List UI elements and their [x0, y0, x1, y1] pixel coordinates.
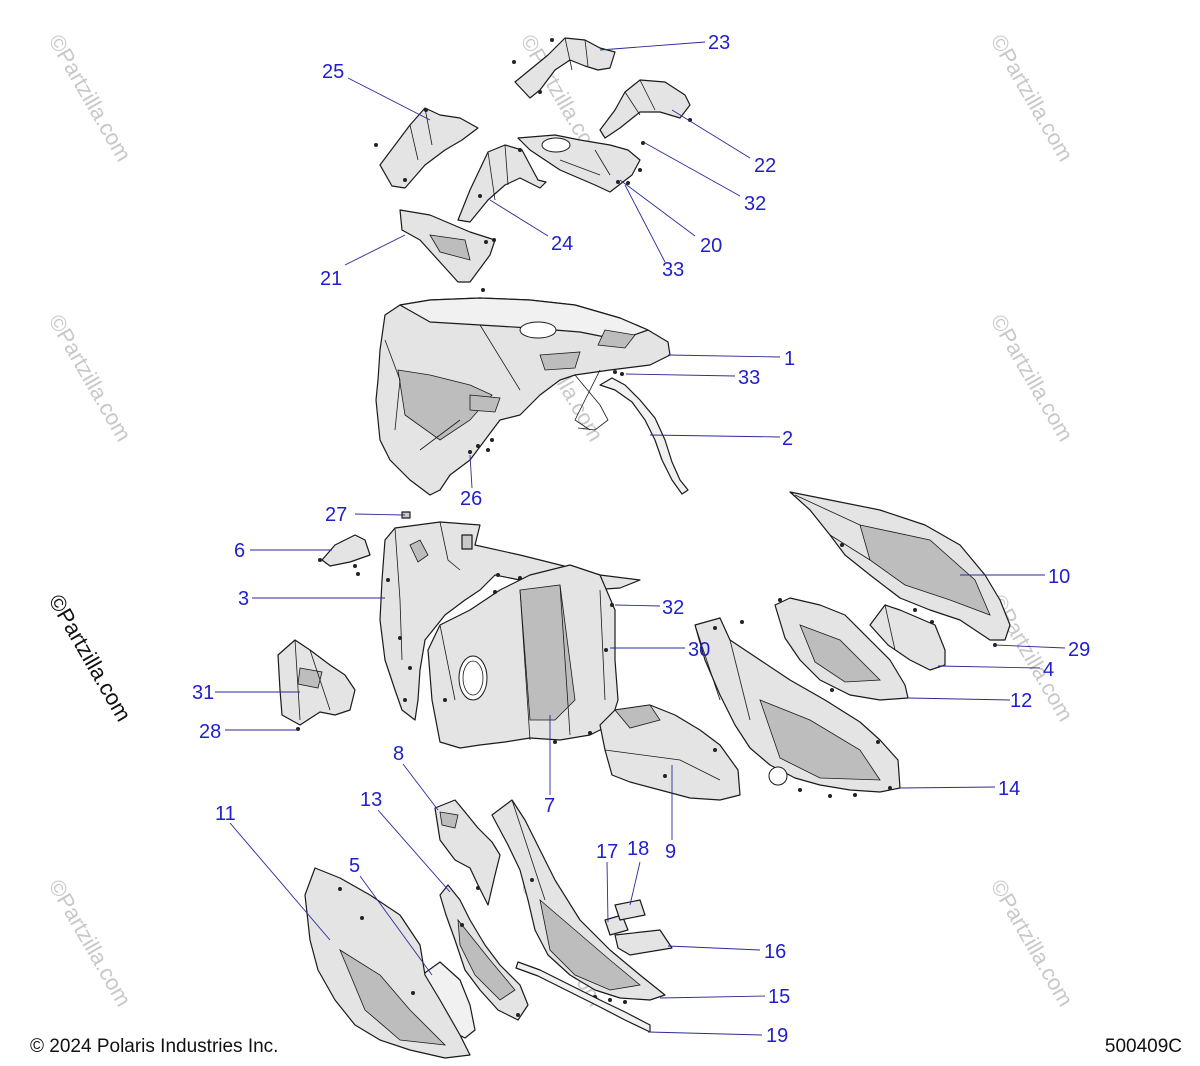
callout-6: 6 — [234, 540, 245, 562]
callout-27: 27 — [325, 504, 347, 526]
part-10-panel — [789, 491, 1011, 647]
callout-23: 23 — [708, 32, 730, 54]
part-21-panel — [399, 209, 496, 283]
diagram-id: 500409C — [1104, 1036, 1182, 1057]
callout-labels: 1 2 3 4 5 6 7 8 9 10 11 12 13 14 15 16 1… — [192, 32, 1090, 1047]
callout-1: 1 — [784, 348, 795, 370]
part-15-panel — [491, 799, 666, 1004]
callout-10: 10 — [1048, 566, 1070, 588]
callout-9: 9 — [665, 841, 676, 863]
callout-31: 31 — [192, 682, 214, 704]
part-6-bracket — [318, 534, 371, 576]
callout-29: 29 — [1068, 639, 1090, 661]
watermark-4: ©Partzilla.com — [44, 310, 137, 446]
callout-21: 21 — [320, 268, 342, 290]
part-1-upper-body — [375, 288, 671, 496]
part-12-panel — [774, 597, 909, 701]
callout-7: 7 — [544, 795, 555, 817]
callout-33-middle: 33 — [738, 367, 760, 389]
callout-32-top: 32 — [744, 193, 766, 215]
watermark-9: ©Partzilla.com — [44, 875, 137, 1011]
part-11-panel — [304, 867, 471, 1059]
part-14-panel — [694, 617, 901, 798]
callout-22: 22 — [754, 155, 776, 177]
part-22-panel — [599, 79, 692, 139]
callout-13: 13 — [360, 789, 382, 811]
callout-8: 8 — [393, 743, 404, 765]
part-25-panel — [374, 107, 479, 189]
callout-11: 11 — [215, 803, 236, 825]
watermark-6: ©Partzilla.com — [986, 310, 1079, 446]
part-2-seal-strip — [599, 377, 689, 495]
callout-32-middle: 32 — [662, 597, 684, 619]
leader-lines — [215, 41, 1066, 1036]
callout-18: 18 — [627, 838, 649, 860]
part-23-panel — [512, 37, 616, 99]
callout-4: 4 — [1043, 659, 1054, 681]
callout-26: 26 — [460, 488, 482, 510]
part-4-bracket — [869, 604, 946, 671]
part-20-panel — [517, 134, 642, 193]
fastener-33-top — [626, 181, 630, 185]
part-16-block — [614, 929, 673, 956]
callout-33-top: 33 — [662, 259, 684, 281]
callout-20: 20 — [700, 235, 722, 257]
copyright-notice: © 2024 Polaris Industries Inc. — [30, 1036, 279, 1057]
part-7-firewall — [427, 564, 619, 749]
part-18-block — [614, 899, 646, 921]
fastener-32-top — [641, 141, 645, 145]
callout-28: 28 — [199, 721, 221, 743]
callout-16: 16 — [764, 941, 786, 963]
part-8-panel — [434, 799, 501, 906]
callout-3: 3 — [238, 588, 249, 610]
part-9-panel — [599, 704, 741, 801]
part-24-panel — [457, 144, 547, 223]
part-31-bracket — [277, 639, 356, 731]
callout-15: 15 — [768, 986, 790, 1008]
callout-25: 25 — [322, 61, 344, 83]
watermark-3: ©Partzilla.com — [986, 30, 1079, 166]
callout-2: 2 — [782, 428, 793, 450]
callout-14: 14 — [998, 778, 1020, 800]
watermark-1: ©Partzilla.com — [44, 30, 137, 166]
callout-30: 30 — [688, 639, 710, 661]
callout-17: 17 — [596, 841, 618, 863]
callout-12: 12 — [1010, 690, 1032, 712]
side-watermark: ©Partzilla.com — [44, 590, 137, 726]
callout-19: 19 — [766, 1025, 788, 1047]
callout-24: 24 — [551, 233, 573, 255]
watermarks: ©Partzilla.com ©Partzilla.com ©Partzilla… — [44, 30, 1079, 1011]
part-13-panel — [439, 884, 529, 1021]
callout-5: 5 — [349, 855, 360, 877]
watermark-11: ©Partzilla.com — [986, 875, 1079, 1011]
